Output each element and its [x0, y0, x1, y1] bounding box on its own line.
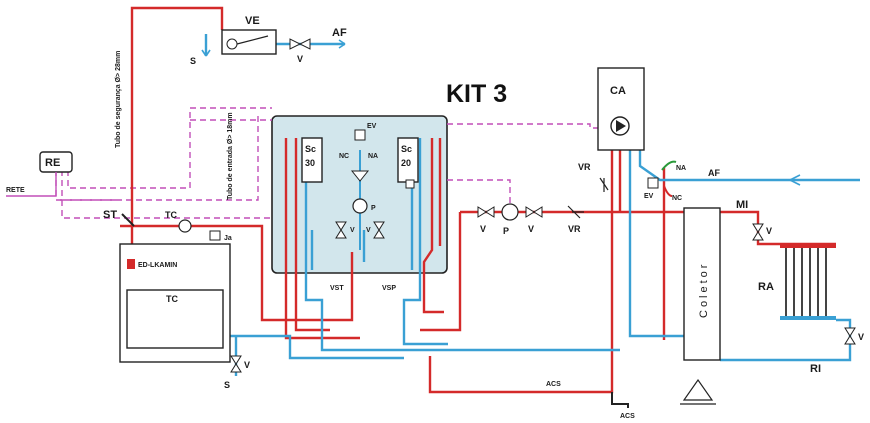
acs-tap-label: ACS: [620, 413, 635, 420]
mi-label: MI: [736, 199, 748, 211]
valve-icon[interactable]: [289, 38, 311, 50]
kit-nc-label: NC: [339, 153, 349, 160]
acs-line-label: ACS: [546, 381, 561, 388]
ca-label: CA: [610, 85, 626, 97]
collector-label: Coletor: [698, 262, 710, 318]
acs-outlet: ACS ACS: [546, 378, 716, 420]
controller-re: RE RETE: [6, 151, 73, 197]
boiler-na-label: NA: [676, 165, 686, 172]
boiler-ca: CA VR NA NC EV AF: [578, 67, 801, 202]
ri-label: RI: [810, 363, 821, 375]
radiator: RA MI RI V V: [736, 199, 864, 375]
rete-label: RETE: [6, 187, 25, 194]
drain-s-label: S: [224, 380, 230, 390]
valve-icon[interactable]: [230, 355, 242, 373]
vst-label: VST: [330, 285, 344, 292]
boiler-af-label: AF: [708, 168, 720, 178]
v-top-label: V: [297, 54, 303, 64]
kit-v-right-label: V: [366, 227, 371, 234]
pump-v1-label: V: [480, 224, 486, 234]
kit-na-label: NA: [368, 153, 378, 160]
valve-icon[interactable]: [844, 327, 856, 345]
kit-title: KIT 3: [446, 80, 507, 108]
kit-ev-label: EV: [367, 123, 377, 130]
stove-brand: ED-LKAMIN: [138, 262, 177, 269]
boiler-nc-label: NC: [672, 195, 682, 202]
radiator-v-bottom-label: V: [858, 332, 864, 342]
pump-vr-label: VR: [568, 224, 581, 234]
safety-pipe-note: Tubo de segurança Ø> 28mm: [115, 51, 122, 148]
boiler-vr-label: VR: [578, 162, 591, 172]
pump-v2-label: V: [528, 224, 534, 234]
valve-icon[interactable]: [373, 221, 385, 239]
collector: Coletor: [683, 207, 721, 361]
hot-water-pipes: [120, 6, 836, 394]
ra-label: RA: [758, 281, 774, 293]
ja-label: Ja: [224, 235, 232, 242]
sc-right-line2: 20: [401, 158, 411, 168]
sc-left-line2: 30: [305, 158, 315, 168]
valve-icon[interactable]: [350, 170, 370, 182]
radiator-v-top-label: V: [766, 226, 772, 236]
inlet-pipe-note: Tubo de entrada Ø> 18mm: [227, 112, 234, 200]
kit-contents: Sc 30 Sc 20 EV NC NA P V V VST VSP: [301, 123, 419, 292]
valve-icon[interactable]: [477, 206, 495, 218]
st-label: ST: [103, 209, 117, 221]
kit-v-left-label: V: [350, 227, 355, 234]
kit-p-label: P: [371, 205, 376, 212]
sc-right-line1: Sc: [401, 144, 412, 154]
valve-icon[interactable]: [335, 221, 347, 239]
valve-icon[interactable]: [752, 223, 764, 241]
boiler-ev-label: EV: [644, 193, 654, 200]
ve-label: VE: [245, 15, 260, 27]
af-top-label: AF: [332, 27, 347, 39]
pump-line: V P V VR: [477, 203, 584, 236]
stove-tc-label: TC: [166, 294, 178, 304]
drain-valve: V S: [224, 355, 250, 390]
re-label: RE: [45, 157, 60, 169]
sc-left-line1: Sc: [305, 144, 316, 154]
tc-probe-label: TC: [165, 210, 177, 220]
s-top-label: S: [190, 56, 196, 66]
valve-icon[interactable]: [525, 206, 543, 218]
drain-v-label: V: [244, 360, 250, 370]
stove-tc: ED-LKAMIN TC ST TC Ja: [103, 209, 232, 363]
pump-p-label: P: [503, 226, 509, 236]
vsp-label: VSP: [382, 285, 396, 292]
expansion-vessel: VE AF S V: [190, 15, 347, 66]
